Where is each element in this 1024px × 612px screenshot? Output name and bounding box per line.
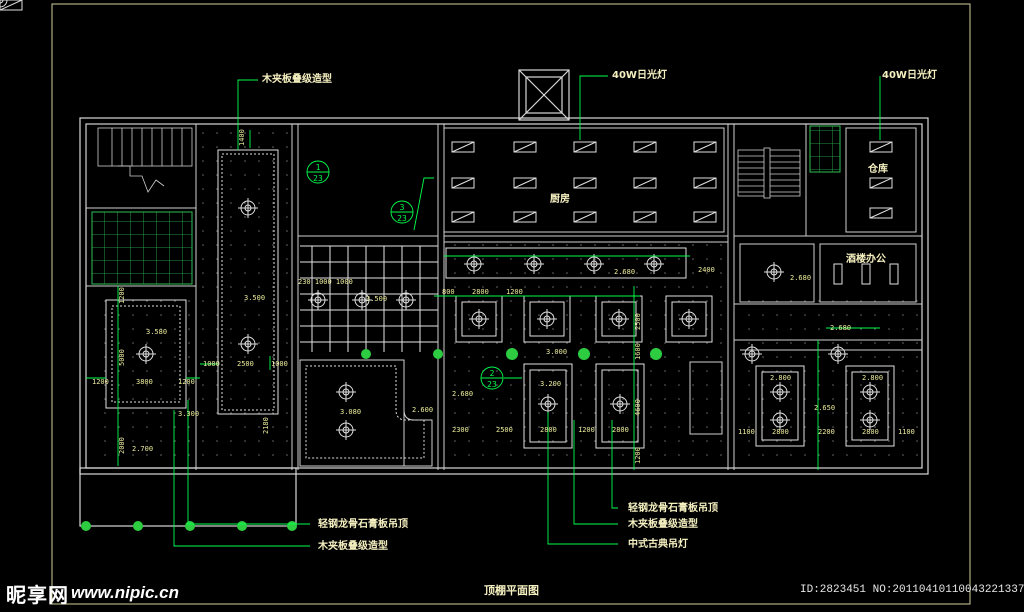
drawing-title: 顶棚平面图 [484,583,539,597]
section-1-ref: 23 [313,174,323,183]
dim-label: 2.650 [814,404,835,412]
tiered-frames [105,149,895,459]
green-spotlights [81,348,662,531]
dim-label: 2800 [772,428,789,436]
dim-label: 2.700 [132,445,153,453]
dim-label: 2.680 [830,324,851,332]
dim-label: 1000 [203,360,220,368]
dim-label: 2200 [818,428,835,436]
dim-label: 3.500 [366,295,387,303]
callout-fluorescent-right: 40W日光灯 [882,68,937,81]
dim-label: 3.200 [540,380,561,388]
dim-label: 1200 [506,288,523,296]
dim-label: 1200 [92,378,109,386]
stairs-right [737,147,801,199]
ceiling-fill [92,126,922,466]
dim-label: 2800 [612,426,629,434]
dim-label: 2800 [862,428,879,436]
callout-plywood-left: 木夹板叠级造型 [317,539,388,552]
dim-label: 1100 [898,428,915,436]
watermark-brand: 昵享网 [6,582,69,607]
dim-label: 3800 [136,378,153,386]
section-3-num: 3 [400,203,405,212]
dim-label: 1400 [238,129,246,146]
dim-label: 2800 [472,288,489,296]
image-id: ID:2823451 NO:20110410110043221337 [800,584,1024,596]
interior-walls [85,123,922,470]
grid-ceiling [300,245,438,352]
dim-label: 1200 [118,287,126,304]
callout-gypsum-mid: 轻钢龙骨石膏板吊顶 [628,501,718,514]
dim-label: 2500 [634,313,642,330]
section-3-ref: 23 [397,214,407,223]
dim-label: 2.680 [452,390,473,398]
dim-label: 2.800 [770,374,791,382]
watermark-url: www.nipic.cn [71,583,179,602]
section-1-num: 1 [316,163,321,172]
room-storage: 仓库 [867,162,888,175]
section-2-num: 2 [490,369,495,378]
dim-label: 3.080 [340,408,361,416]
dim-label: 5000 [118,349,126,366]
dim-label: 2.680 [614,268,635,276]
callout-fluorescent-mid: 40W日光灯 [612,68,667,81]
stairs-left [97,127,193,193]
sheet-border [51,3,971,605]
dim-label: 1100 [738,428,755,436]
dim-label: 2500 [496,426,513,434]
dim-label: 2300 [452,426,469,434]
tile-grids [91,125,841,285]
dim-label: 1600 [634,343,642,360]
dim-label: 1200 [578,426,595,434]
dim-label: 1000 [271,360,288,368]
dim-label: 4600 [634,399,642,416]
dim-label: 2500 [237,360,254,368]
dim-label: 3.000 [546,348,567,356]
leader-lines [86,75,881,547]
dim-label: 1200 [634,447,642,464]
watermark: 昵享网 www.nipic.cn [6,578,179,608]
dim-label: 2800 [540,426,557,434]
dim-label: 2400 [698,266,715,274]
dim-label: 2.800 [862,374,883,382]
callout-gypsum-left: 轻钢龙骨石膏板吊顶 [318,517,408,530]
callout-plywood-top: 木夹板叠级造型 [261,72,332,85]
room-kitchen: 厨房 [550,192,570,205]
dim-label: 3.300 [178,410,199,418]
dim-label: 1200 [178,378,195,386]
fluorescent-lights [0,0,899,285]
room-office: 酒楼办公 [846,252,886,265]
section-2-ref: 23 [487,380,497,389]
dim-label: 2000 [118,437,126,454]
callout-plywood-mid: 木夹板叠级造型 [627,517,698,530]
dim-label: 230 1000 1000 [298,278,353,286]
dim-label: 2.680 [790,274,811,282]
callout-chandelier: 中式古典吊灯 [628,537,688,550]
dim-label: 2180 [262,417,270,434]
dim-label: 3.500 [244,294,265,302]
dim-label: 800 [442,288,455,296]
dim-label: 2.600 [412,406,433,414]
dim-label: 3.580 [146,328,167,336]
